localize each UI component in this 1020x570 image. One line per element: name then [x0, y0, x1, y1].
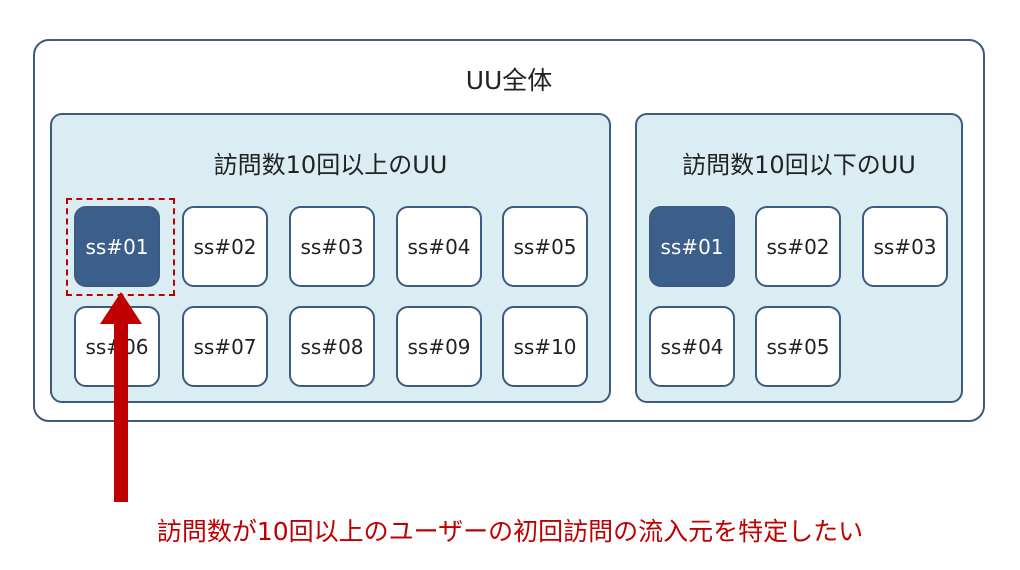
right-session-tile-02: ss#02 — [755, 206, 841, 287]
left-session-tile-04: ss#04 — [396, 206, 482, 287]
left-session-tile-10: ss#10 — [502, 306, 588, 387]
up-arrow-icon — [100, 292, 142, 502]
left-session-tile-07: ss#07 — [182, 306, 268, 387]
left-session-tile-09: ss#09 — [396, 306, 482, 387]
right-session-tile-03: ss#03 — [862, 206, 948, 287]
left-session-tile-05: ss#05 — [502, 206, 588, 287]
right-session-tile-01: ss#01 — [649, 206, 735, 287]
left-session-tile-03: ss#03 — [289, 206, 375, 287]
caption-text: 訪問数が10回以上のユーザーの初回訪問の流入元を特定したい — [156, 517, 864, 546]
all-uu-title: UU全体 — [465, 66, 553, 95]
left-session-tile-08: ss#08 — [289, 306, 375, 387]
right-session-tile-05: ss#05 — [755, 306, 841, 387]
left-session-tile-01: ss#01 — [74, 206, 160, 287]
left-session-tile-02: ss#02 — [182, 206, 268, 287]
group-10-or-more-title: 訪問数10回以上のUU — [213, 151, 448, 179]
group-10-or-fewer-title: 訪問数10回以下のUU — [682, 151, 916, 179]
right-session-tile-04: ss#04 — [649, 306, 735, 387]
